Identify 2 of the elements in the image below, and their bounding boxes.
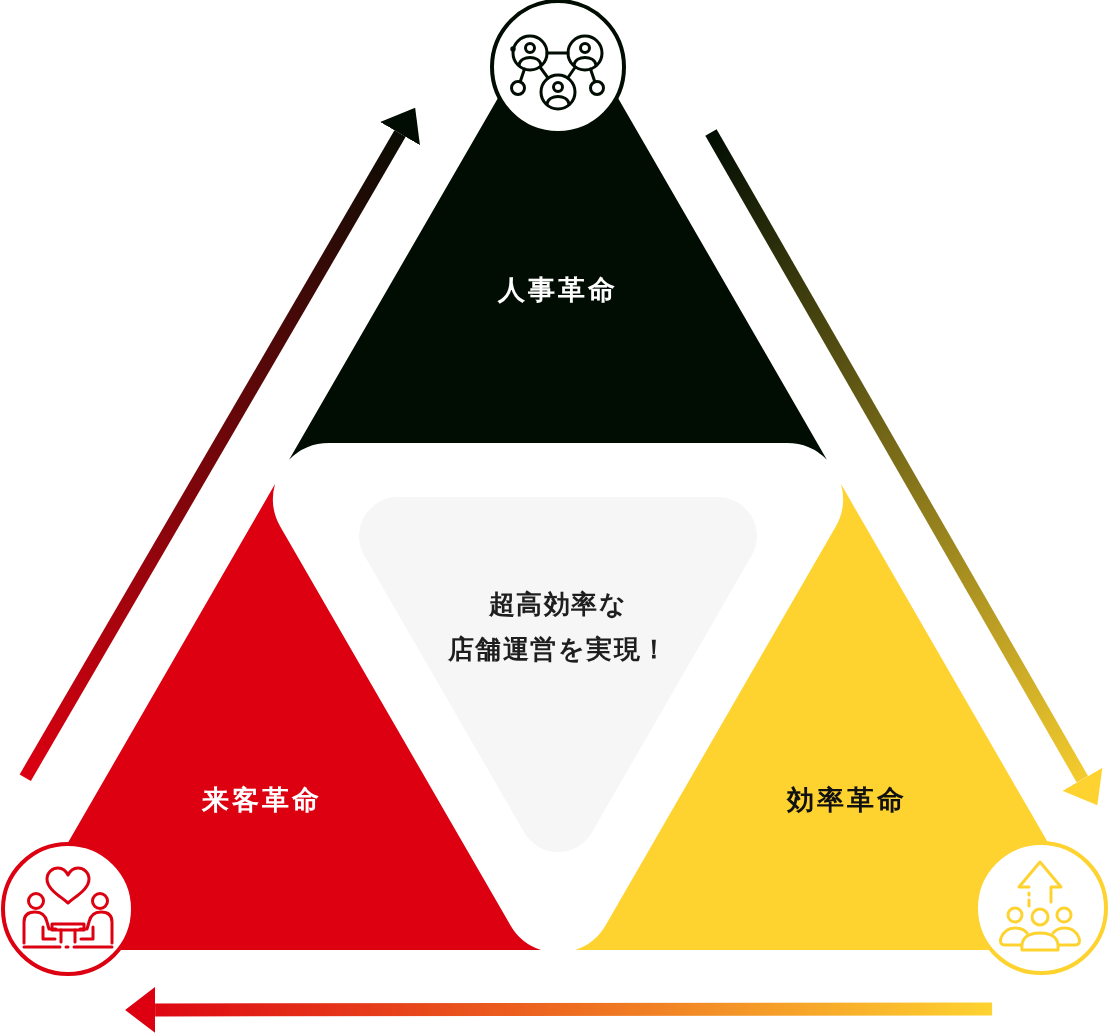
arrow bbox=[125, 986, 993, 1033]
triangle: 人事革命 bbox=[289, 97, 827, 460]
